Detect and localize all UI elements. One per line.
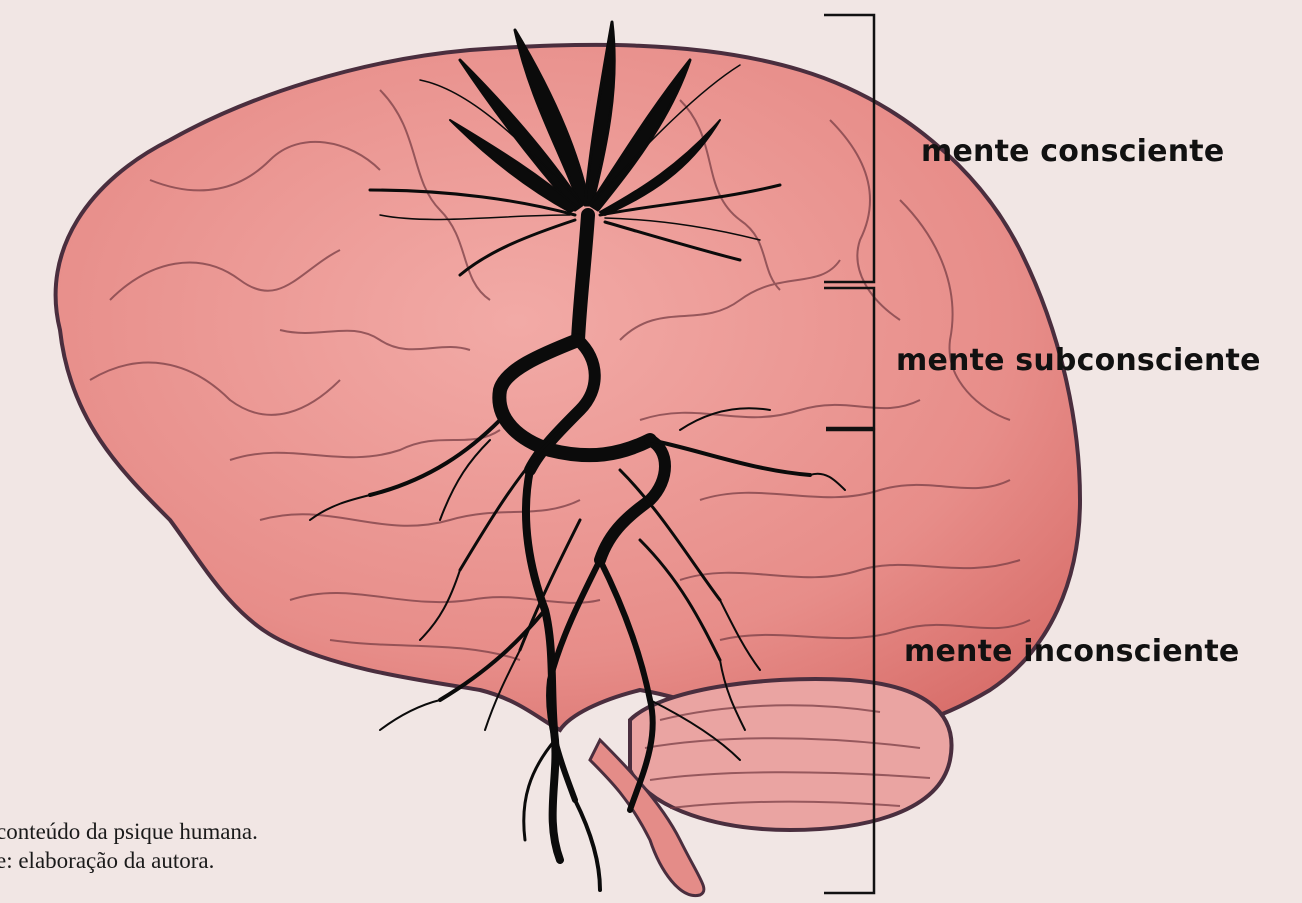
figure-source: e: elaboração da autora. [0,848,214,874]
label-mente-consciente: mente consciente [921,134,1224,169]
label-mente-inconsciente: mente inconsciente [904,634,1239,669]
label-mente-subconsciente: mente subconsciente [896,343,1261,378]
figure-caption: conteúdo da psique humana. [0,819,258,845]
